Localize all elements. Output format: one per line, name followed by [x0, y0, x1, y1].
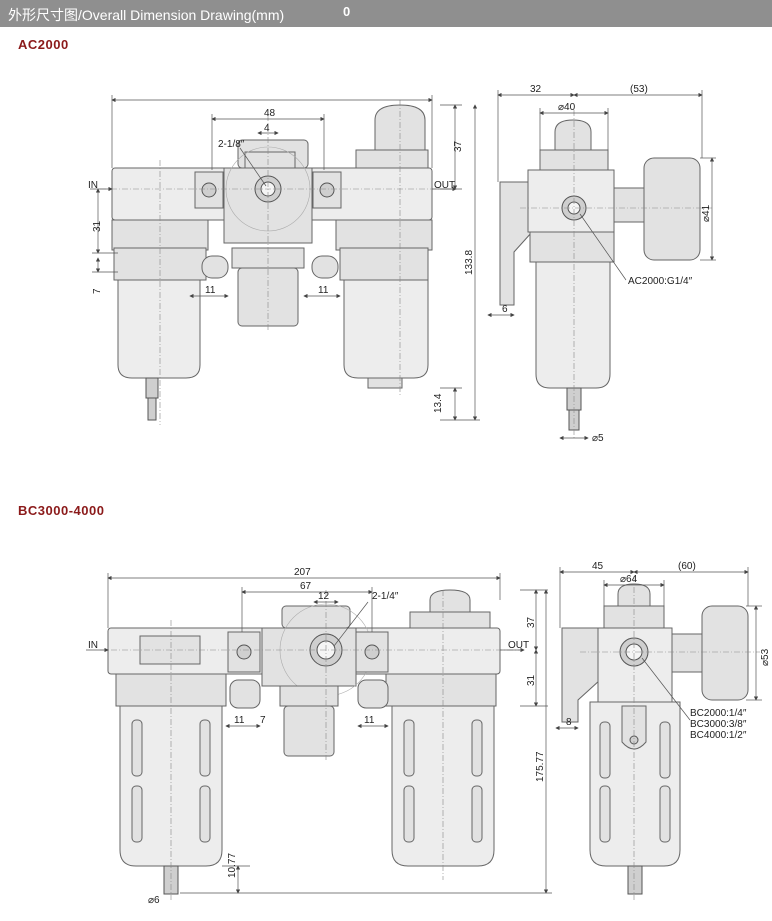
- bc3000-side-45: 45: [592, 561, 604, 572]
- bc3000-out-label: OUT: [508, 640, 529, 651]
- ac2000-dim-11a: 11: [205, 285, 216, 296]
- bc3000-regulator-cap: [281, 605, 351, 629]
- ac2000-regulator-nut: [244, 151, 296, 169]
- ac2000-gauge-neck: [613, 187, 647, 223]
- ac2000-right-boss: [311, 255, 339, 279]
- ac2000-dim-7: 7: [92, 288, 103, 294]
- bc3000-port-label-1: BC2000:1/4″: [690, 708, 747, 719]
- bc3000-side-8: 8: [566, 717, 572, 728]
- bc3000-right-port-hole: [364, 644, 380, 660]
- bc3000-side-window-1: [599, 721, 611, 779]
- ac2000-left-port: [194, 171, 224, 209]
- ac2000-bracket: [499, 181, 533, 306]
- ac2000-lubricator-neck: [335, 219, 433, 251]
- bc3000-regulator-block: [261, 627, 357, 687]
- ac2000-side-clamp: [529, 231, 615, 263]
- bc3000-dim-11b: 11: [364, 715, 375, 726]
- ac2000-in-label: IN: [88, 180, 98, 191]
- ac2000-dim-133: 133.8: [464, 250, 475, 275]
- ac2000-dim-37: 37: [453, 140, 464, 152]
- bc3000-front-view: 207 67 12 2-1/4″ IN OUT 37 31 175.77 10.…: [86, 567, 552, 906]
- bc3000-side-window-2: [599, 785, 611, 843]
- ac2000-side-32: 32: [530, 84, 542, 95]
- ac2000-front-view: 48 4 2-1/8″ IN OUT 37 133.8 13.4 31 7 11…: [88, 95, 480, 425]
- ac2000-side-cap: [554, 119, 592, 151]
- bc3000-regulator-clamp: [279, 685, 339, 707]
- bc3000-filter-window-4: [199, 785, 211, 843]
- bc3000-filter-window-2: [131, 785, 143, 843]
- ac2000-side-view: 32 (53) ⌀40 ⌀41 6 ⌀5 AC2000:G1/4″: [487, 84, 716, 444]
- ac2000-drain: [145, 377, 159, 399]
- ac2000-dim-4: 4: [264, 123, 270, 134]
- ac2000-dim-11b: 11: [318, 285, 329, 296]
- ac2000-left-boss: [201, 255, 229, 279]
- ac2000-dim-thread: 2-1/8″: [218, 139, 245, 150]
- ac2000-left-port-hole: [201, 182, 217, 198]
- bc3000-dim-6: ⌀6: [148, 895, 160, 906]
- bc3000-side-60: (60): [678, 561, 696, 572]
- header-mark: 0: [343, 4, 351, 19]
- bc3000-dim-37: 37: [526, 616, 537, 628]
- ac2000-lubricator-clamp: [339, 247, 429, 281]
- ac2000-side-5: ⌀5: [592, 433, 604, 444]
- bc3000-gauge: [701, 605, 749, 701]
- bc3000-lube-window-3: [471, 719, 483, 777]
- bc3000-lube-window-1: [403, 719, 415, 777]
- bc3000-dim-11a: 11: [234, 715, 245, 726]
- bc3000-side-64: ⌀64: [620, 574, 638, 585]
- bc3000-side-drain: [627, 865, 643, 895]
- ac2000-side-53: (53): [630, 84, 648, 95]
- bc3000-side-window-3: [659, 721, 671, 779]
- ac2000-port-label: AC2000:G1/4″: [628, 276, 693, 287]
- bc3000-lubricator-collar: [409, 611, 491, 629]
- bc3000-dim-thread: 2-1/4″: [372, 591, 399, 602]
- ac2000-lubricator-collar: [355, 149, 429, 169]
- ac2000-side-6: 6: [502, 304, 508, 315]
- ac2000-gauge: [643, 157, 701, 261]
- ac2000-dim-31: 31: [92, 220, 103, 232]
- ac2000-drain-tip: [147, 397, 157, 421]
- bc3000-side-bowl: [589, 701, 681, 867]
- section-title-ac2000: AC2000: [18, 37, 69, 52]
- section-title-bc3000: BC3000-4000: [18, 503, 105, 518]
- bc3000-dim-10: 10.77: [227, 853, 238, 878]
- bc3000-side-view: 45 (60) ⌀64 ⌀53 8 BC2000:1/4″ BC3000:3/8…: [555, 561, 771, 900]
- page-title: 外形尺寸图/Overall Dimension Drawing(mm): [8, 7, 285, 23]
- bc3000-lubricator-dome: [429, 589, 471, 613]
- bc3000-dim-67: 67: [300, 581, 312, 592]
- bc3000-lubricator-neck: [385, 673, 497, 707]
- bc3000-regulator-bowl: [283, 705, 335, 757]
- ac2000-lubricator-bowl: [343, 279, 429, 379]
- bc3000-dim-7: 7: [260, 715, 266, 726]
- bc3000-gauge-neck: [671, 633, 705, 673]
- bc3000-dim-175: 175.77: [535, 751, 546, 782]
- bc3000-lube-window-2: [403, 785, 415, 843]
- bc3000-left-port-hole: [236, 644, 252, 660]
- ac2000-dim-13: 13.4: [433, 393, 444, 413]
- header-bar: [0, 0, 772, 27]
- bc3000-lube-window-4: [471, 785, 483, 843]
- bc3000-dim-12: 12: [318, 591, 330, 602]
- bc3000-dim-31: 31: [526, 674, 537, 686]
- ac2000-lubricator-base: [367, 377, 403, 389]
- bc3000-side-53: ⌀53: [760, 648, 771, 666]
- ac2000-right-port-hole: [319, 182, 335, 198]
- ac2000-dim-48: 48: [264, 108, 276, 119]
- bc3000-right-boss: [357, 679, 389, 709]
- ac2000-side-40: ⌀40: [558, 102, 576, 113]
- bc3000-port-label-2: BC3000:3/8″: [690, 719, 747, 730]
- ac2000-side-bowl: [535, 261, 611, 389]
- bc3000-filter-window-3: [199, 719, 211, 777]
- bc3000-in-label: IN: [88, 640, 98, 651]
- bc3000-dim-207: 207: [294, 567, 311, 578]
- ac2000-out-label: OUT: [434, 180, 455, 191]
- bc3000-left-boss: [229, 679, 261, 709]
- bc3000-port-label-3: BC4000:1/2″: [690, 730, 747, 741]
- bc3000-side-window-4: [659, 785, 671, 843]
- ac2000-filter-bowl: [117, 279, 201, 379]
- bc3000-filter-window-1: [131, 719, 143, 777]
- ac2000-side-41: ⌀41: [701, 204, 712, 222]
